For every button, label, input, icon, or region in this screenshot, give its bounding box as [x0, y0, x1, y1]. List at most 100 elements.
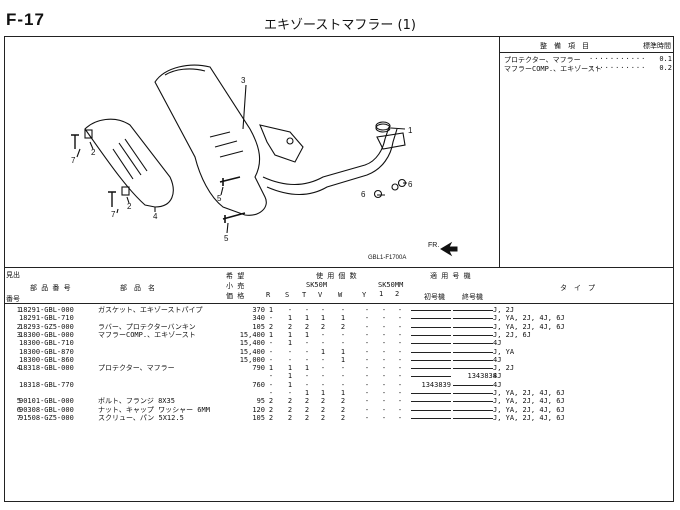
fr-arrow-icon	[440, 241, 458, 257]
figure-code: GBL1-F1700A	[368, 255, 406, 261]
cell-ref: 1	[16, 306, 21, 314]
cell-from-blank	[411, 417, 451, 419]
callout-3: 3	[241, 76, 246, 85]
cell-qty: 1	[340, 355, 346, 364]
cell-part-number: 18300-GBL-000	[19, 330, 74, 339]
cell-qty: -	[364, 380, 370, 389]
cell-description: スクリュー、パン 5X12.5	[98, 413, 184, 422]
cell-qty: 2	[320, 405, 326, 414]
th-model: W	[338, 291, 343, 299]
cell-qty: 2	[320, 322, 326, 331]
th-model: R	[266, 291, 271, 299]
cell-ref: 2	[16, 322, 21, 331]
cell-to-blank	[453, 409, 493, 411]
cell-qty: -	[268, 380, 274, 389]
cell-from-blank	[411, 343, 451, 345]
cell-type: J, YA, 2J, 4J, 6J	[493, 322, 565, 331]
th-description: 部 品 名	[120, 284, 155, 292]
cell-to-blank	[453, 368, 493, 370]
cell-qty: -	[381, 397, 387, 406]
cell-qty: -	[340, 380, 346, 389]
cell-qty: 1	[320, 389, 326, 397]
cell-price: 105	[252, 322, 265, 331]
cell-qty: 2	[268, 405, 274, 414]
cell-qty: 1	[287, 330, 293, 339]
cell-qty: -	[397, 397, 403, 406]
cell-qty: 2	[340, 413, 346, 422]
cell-qty: 2	[340, 322, 346, 331]
cell-to-blank	[453, 310, 493, 311]
cell-from: 1343839	[421, 380, 451, 389]
th-ref-bottom: 番号	[6, 295, 20, 303]
cell-qty: -	[268, 339, 274, 348]
cell-qty: 2	[287, 322, 293, 331]
cell-qty: 1	[287, 339, 293, 348]
cell-qty: 1	[320, 314, 326, 323]
cell-type: 4J	[493, 339, 502, 348]
cell-qty: -	[381, 314, 387, 323]
cell-description: ガスケット、エキゾーストパイプ	[98, 306, 203, 314]
gasket-part	[375, 123, 391, 133]
th-ref-top: 見出	[6, 271, 20, 279]
cell-price: 760	[252, 380, 265, 389]
cell-price: 370	[252, 306, 265, 314]
cell-qty: -	[381, 306, 387, 314]
cell-qty: -	[381, 405, 387, 414]
cell-qty: -	[320, 330, 326, 339]
callout-7: 7	[71, 156, 76, 165]
cell-qty: -	[381, 322, 387, 331]
cell-part-number: 18318-GBL-000	[19, 364, 74, 373]
labor-row-name: マフラーCOMP.、エキゾースト	[504, 65, 602, 73]
fr-label: FR.	[428, 242, 439, 249]
cell-qty: 2	[287, 413, 293, 422]
cell-qty: 1	[340, 347, 346, 356]
cell-type: J, 2J, 6J	[493, 330, 531, 339]
th-price-3: 価 格	[226, 292, 245, 300]
cell-type: J, YA, 2J, 4J, 6J	[493, 413, 565, 422]
cell-qty: 1	[304, 364, 310, 373]
th-price-1: 希 望	[226, 272, 245, 280]
cell-qty: -	[364, 413, 370, 422]
cell-from-blank	[411, 401, 451, 403]
labor-header: 整 備 項 目 標準時間	[500, 40, 673, 53]
cell-qty: 2	[268, 413, 274, 422]
cell-qty: 2	[340, 405, 346, 414]
cell-type: J, YA, 2J, 4J, 6J	[493, 405, 565, 414]
cell-qty: -	[304, 339, 310, 348]
cell-description: ラバー、プロテクターバンキン	[98, 322, 196, 331]
labor-row: マフラーCOMP.、エキゾースト ··················· 0.2	[504, 64, 672, 73]
cell-qty: -	[268, 372, 274, 381]
cell-qty: -	[381, 389, 387, 397]
cell-price: 15,400	[239, 330, 265, 339]
cell-part-number: 90101-GBL-000	[19, 397, 74, 406]
cell-qty: 1	[340, 389, 346, 397]
cell-price: 790	[252, 364, 265, 373]
cell-qty: -	[268, 389, 274, 397]
cell-ref: 3	[16, 330, 21, 339]
cell-from-blank	[411, 318, 451, 320]
cell-qty: -	[364, 314, 370, 323]
cell-qty: -	[364, 347, 370, 356]
cell-qty: -	[320, 306, 326, 314]
cell-price: 120	[252, 405, 265, 414]
cell-price: 95	[256, 397, 265, 406]
cell-part-number: 18300-GBL-710	[19, 339, 74, 348]
cell-qty: -	[397, 339, 403, 348]
cell-qty: -	[364, 330, 370, 339]
cell-qty: -	[364, 389, 370, 397]
cell-qty: 1	[268, 306, 274, 314]
th-model: 2	[395, 290, 400, 298]
cell-to-blank	[453, 351, 493, 353]
callout-1: 1	[408, 126, 413, 135]
cell-qty: -	[364, 306, 370, 314]
cell-qty: 1	[287, 314, 293, 323]
